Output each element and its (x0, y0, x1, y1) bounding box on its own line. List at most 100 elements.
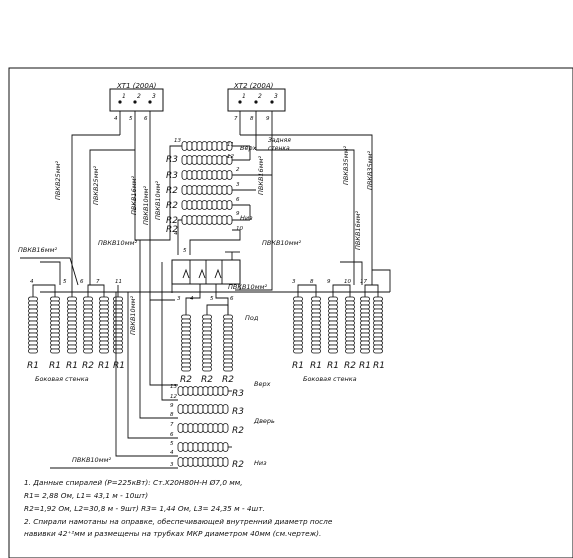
svg-text:стенка: стенка (268, 145, 290, 152)
svg-text:Низ: Низ (254, 459, 267, 467)
svg-text:5: 5 (170, 441, 174, 447)
svg-text:3: 3 (152, 93, 156, 100)
svg-text:11: 11 (115, 279, 122, 285)
xt-output-wires: 4 5 6 7 8 9 (71, 111, 373, 301)
svg-text:R1: R1 (327, 361, 339, 371)
svg-text:R2: R2 (166, 216, 178, 226)
note-line-1: 1. Данные спиралей (P=225кВт): Ст.Х20Н80… (24, 478, 243, 487)
svg-text:Боковая стенка: Боковая стенка (303, 375, 357, 383)
svg-text:7: 7 (170, 422, 174, 428)
svg-text:R1: R1 (310, 361, 322, 371)
svg-text:R3: R3 (166, 155, 178, 165)
svg-text:Низ: Низ (240, 214, 253, 222)
svg-text:ПВКВ35мм²: ПВКВ35мм² (342, 146, 350, 185)
svg-text:R2: R2 (166, 201, 178, 211)
svg-text:12: 12 (170, 394, 177, 400)
svg-text:ПВКВ10мм²: ПВКВ10мм² (72, 456, 111, 464)
svg-text:4: 4 (114, 116, 118, 122)
svg-text:7: 7 (234, 116, 238, 122)
svg-text:6: 6 (230, 296, 234, 302)
svg-text:2: 2 (137, 93, 141, 100)
svg-text:3: 3 (274, 93, 278, 100)
svg-text:R2: R2 (222, 375, 234, 385)
svg-text:3: 3 (177, 296, 181, 302)
svg-text:Задняя: Задняя (268, 137, 291, 144)
svg-text:R2: R2 (166, 186, 178, 196)
svg-text:4: 4 (190, 296, 194, 302)
svg-text:ПВКВ10мм²: ПВКВ10мм² (129, 296, 137, 335)
svg-text:Боковая стенка: Боковая стенка (35, 375, 89, 383)
svg-text:13: 13 (170, 384, 177, 390)
svg-text:R1: R1 (292, 361, 304, 371)
svg-text:Верх: Верх (254, 380, 271, 388)
right-side-coils: R1 R1 R1 R2 R1 R1 Боковая стенка 3 8 9 1… (292, 261, 391, 383)
svg-text:4: 4 (30, 279, 34, 285)
drawing-frame (8, 67, 573, 558)
bottom-coils: R2 R2 R2 Под 3 4 5 6 (177, 284, 259, 385)
svg-text:2: 2 (258, 93, 262, 100)
svg-text:10: 10 (344, 279, 351, 285)
svg-text:6: 6 (170, 432, 174, 438)
svg-text:5: 5 (210, 296, 214, 302)
svg-text:R3: R3 (166, 171, 178, 181)
svg-text:R2: R2 (201, 375, 213, 385)
svg-text:9: 9 (266, 116, 270, 122)
svg-text:R2: R2 (344, 361, 356, 371)
svg-text:R2: R2 (82, 361, 94, 371)
svg-text:10: 10 (236, 226, 243, 232)
svg-text:4: 4 (174, 231, 178, 237)
svg-text:R2: R2 (166, 225, 178, 235)
svg-text:Под: Под (245, 314, 259, 322)
svg-text:7: 7 (96, 279, 100, 285)
svg-text:ПВКВ25мм²: ПВКВ25мм² (54, 161, 62, 200)
svg-text:1: 1 (122, 93, 126, 100)
terminal-block-xt1: XT1 (200А) 1 2 3 (109, 82, 164, 112)
svg-text:8: 8 (310, 279, 314, 285)
svg-text:Дверь: Дверь (253, 417, 275, 425)
svg-text:8: 8 (170, 412, 174, 418)
svg-text:6: 6 (236, 197, 240, 203)
svg-text:R1: R1 (49, 361, 61, 371)
svg-text:R2: R2 (232, 460, 244, 470)
left-side-coils: R1 R1 R1 R2 R1 R1 Боковая стенка 4 5 6 7… (20, 257, 125, 383)
svg-text:3: 3 (236, 182, 240, 188)
svg-text:R3: R3 (232, 389, 244, 399)
svg-text:R1: R1 (113, 361, 125, 371)
svg-text:ПВКВ10мм²: ПВКВ10мм² (262, 239, 301, 247)
rear-wall-numbers: 11 12 2 3 13 4 5 6 9 10 (174, 138, 243, 254)
svg-text:ПВКВ16мм²: ПВКВ16мм² (354, 211, 362, 250)
svg-text:5: 5 (63, 279, 67, 285)
svg-text:R3: R3 (232, 407, 244, 417)
note-line-3: R2=1,92 Ом, L2=30,8 м - 9шт) R3= 1,44 Ом… (24, 504, 265, 513)
svg-text:8: 8 (250, 116, 254, 122)
svg-text:4: 4 (170, 450, 174, 456)
svg-text:9: 9 (236, 211, 240, 217)
svg-text:R1: R1 (27, 361, 39, 371)
svg-text:R1: R1 (66, 361, 78, 371)
svg-text:ПВКВ10мм²: ПВКВ10мм² (228, 283, 267, 291)
svg-text:ПВКВ16мм²: ПВКВ16мм² (18, 246, 57, 254)
svg-text:R1: R1 (98, 361, 110, 371)
svg-text:9: 9 (327, 279, 331, 285)
svg-text:13: 13 (174, 138, 181, 144)
svg-text:ПВКВ16мм²: ПВКВ16мм² (130, 176, 138, 215)
switch-block (40, 251, 390, 293)
note-line-4: 2. Спирали намотаны на оправке, обеспечи… (24, 517, 333, 526)
note-line-5: навивки 42⁺²мм и размещены на трубках МК… (24, 529, 322, 538)
svg-text:6: 6 (80, 279, 84, 285)
svg-text:5: 5 (129, 116, 133, 122)
svg-text:R1: R1 (359, 361, 371, 371)
svg-text:6: 6 (144, 116, 148, 122)
svg-text:1: 1 (242, 93, 246, 100)
svg-text:R1: R1 (373, 361, 385, 371)
svg-text:2: 2 (236, 167, 240, 173)
svg-text:17: 17 (360, 279, 367, 285)
svg-text:R2: R2 (180, 375, 192, 385)
cable-labels: ПВКВ25мм² ПВКВ25мм² ПВКВ16мм² ПВКВ10мм² … (18, 146, 374, 464)
svg-text:3: 3 (170, 462, 174, 468)
svg-text:Верх: Верх (240, 144, 257, 152)
xt1-label: XT1 (200А) (116, 82, 157, 90)
note-line-2: R1= 2,88 Ом, L1= 43,1 м - 10шт) (24, 491, 149, 500)
svg-text:11: 11 (227, 142, 234, 148)
